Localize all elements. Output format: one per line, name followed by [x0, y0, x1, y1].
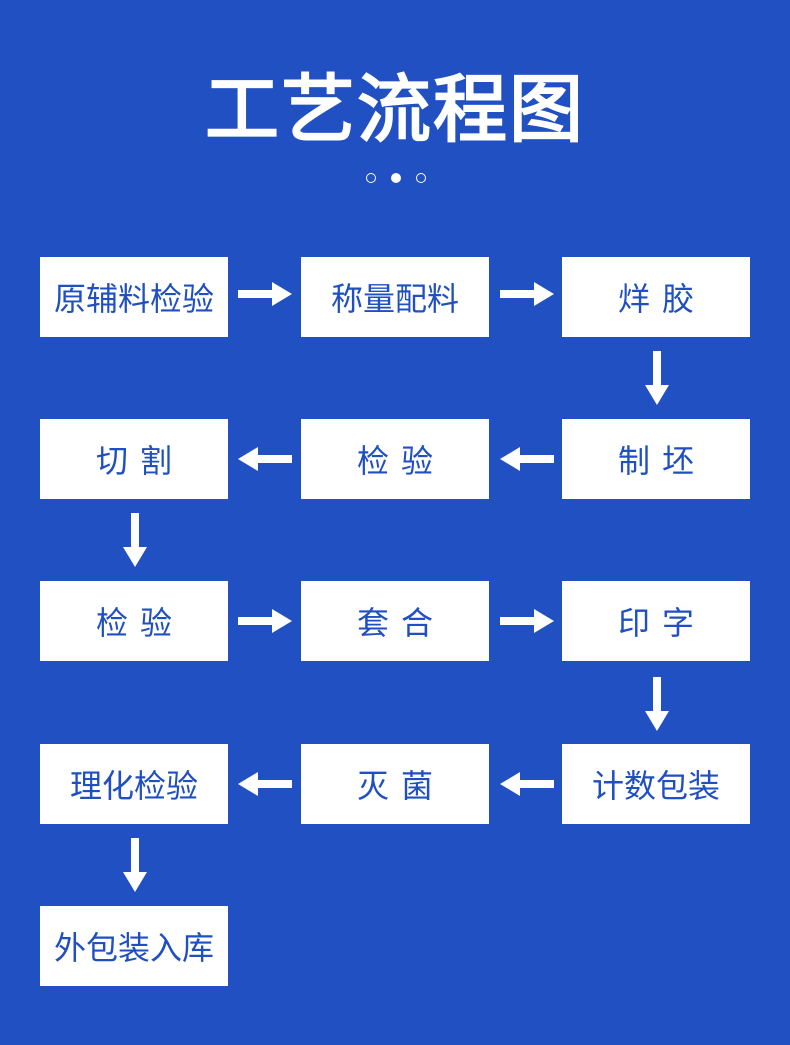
step-label: 检验 [95, 604, 184, 642]
left-arrow-icon [500, 772, 554, 796]
step-label: 计数包装 [591, 767, 720, 805]
step-box: 切割 [40, 419, 228, 499]
right-arrow-icon [500, 609, 554, 633]
step-box: 套合 [301, 581, 489, 661]
step-box: 灭菌 [301, 744, 489, 824]
step-box: 原辅料检验 [40, 257, 228, 337]
step-box: 检验 [301, 419, 489, 499]
down-arrow-icon [645, 351, 669, 405]
step-label: 制坯 [617, 442, 706, 480]
dot-indicator [416, 173, 426, 183]
right-arrow-icon [238, 609, 292, 633]
dot-indicator [366, 173, 376, 183]
left-arrow-icon [238, 447, 292, 471]
dot-indicator-active [391, 173, 401, 183]
right-arrow-icon [500, 282, 554, 306]
step-label: 切割 [95, 442, 184, 480]
down-arrow-icon [123, 513, 147, 567]
step-label: 套合 [356, 604, 445, 642]
step-box: 烊胶 [562, 257, 750, 337]
step-label: 外包装入库 [53, 929, 214, 967]
step-box: 制坯 [562, 419, 750, 499]
down-arrow-icon [645, 677, 669, 731]
step-box: 检验 [40, 581, 228, 661]
left-arrow-icon [500, 447, 554, 471]
step-box: 外包装入库 [40, 906, 228, 986]
step-label: 原辅料检验 [53, 280, 214, 318]
step-box: 印字 [562, 581, 750, 661]
down-arrow-icon [123, 838, 147, 892]
right-arrow-icon [238, 282, 292, 306]
page-title: 工艺流程图 [205, 67, 585, 153]
step-label: 烊胶 [617, 280, 706, 318]
step-label: 理化检验 [69, 767, 198, 805]
step-label: 印字 [617, 604, 706, 642]
step-label: 灭菌 [356, 767, 445, 805]
step-box: 理化检验 [40, 744, 228, 824]
step-label: 检验 [356, 442, 445, 480]
step-box: 计数包装 [562, 744, 750, 824]
pagination-dots [0, 171, 790, 185]
step-label: 称量配料 [330, 280, 459, 318]
step-box: 称量配料 [301, 257, 489, 337]
left-arrow-icon [238, 772, 292, 796]
